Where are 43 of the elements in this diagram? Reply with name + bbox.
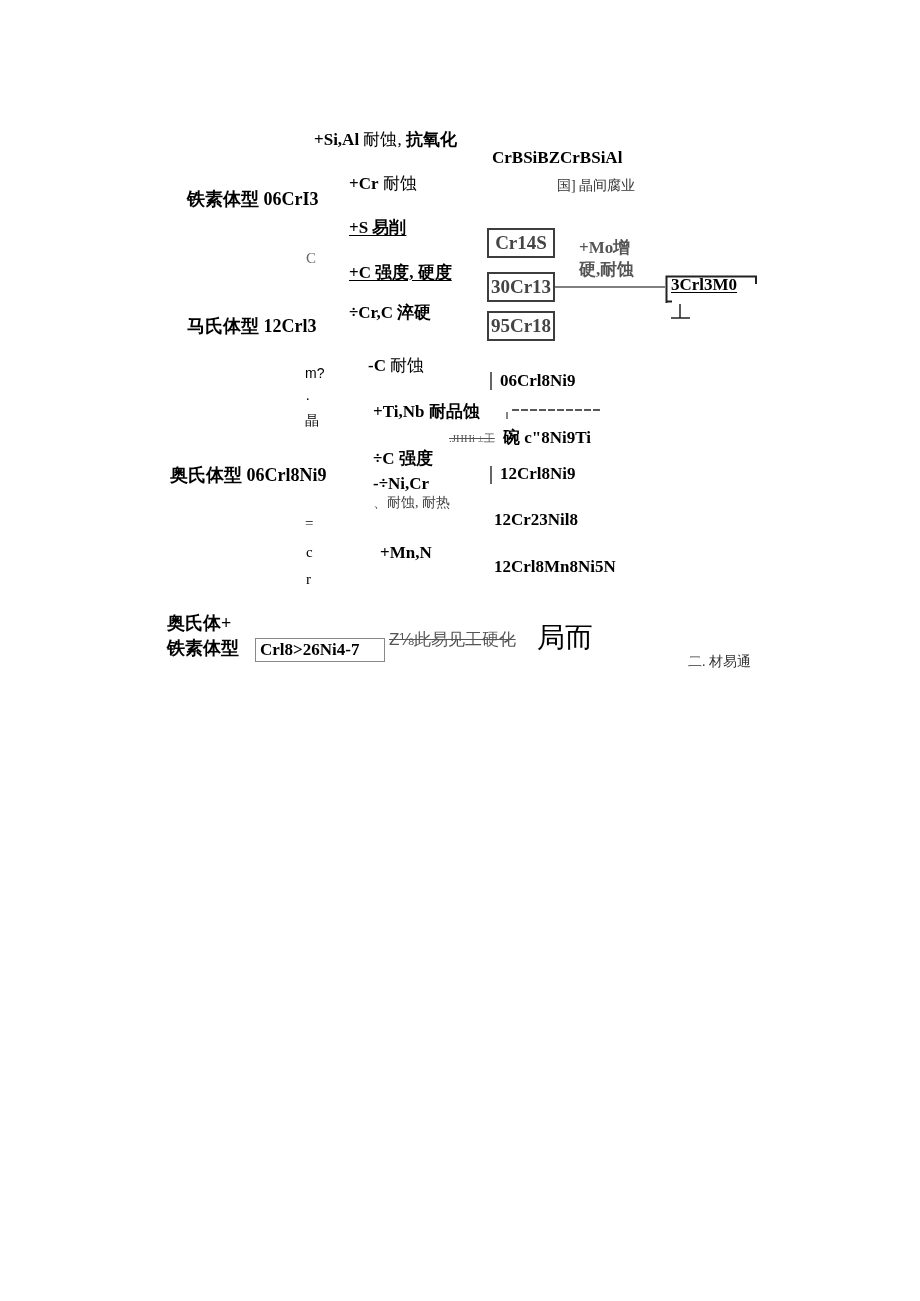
category-label: 马氏体型 12Crl3 <box>187 315 317 337</box>
category-label: 奥氏体型 06Crl8Ni9 <box>170 464 327 486</box>
alloying-note: +S 易削 <box>349 217 407 239</box>
alloying-note: -C 耐蚀 <box>368 355 425 377</box>
alloying-note: +Cr 耐蚀 <box>349 173 417 195</box>
alloying-note: ÷Cr,C 淬硬 <box>349 302 432 324</box>
grade-label: CrBSiBZCrBSiAl <box>492 147 623 169</box>
category-label: 奥氏体+铁素体型 <box>167 612 240 660</box>
struck-text: Z⅛此易见工硬化 <box>389 629 516 651</box>
bracket-box <box>665 275 758 303</box>
alloying-note: +Ti,Nb 耐品蚀 <box>373 401 480 423</box>
footer-note: 二. 材易通 <box>688 653 751 671</box>
grade-label: 06Crl8Ni9 <box>500 370 576 392</box>
large-text: 局而 <box>537 621 593 655</box>
stray-glyph: c <box>306 543 313 562</box>
alloying-note: +Mn,N <box>380 542 432 564</box>
grade-label: 12Cr23Nil8 <box>494 509 579 531</box>
grade-label: 碗 c"8Ni9Ti <box>503 427 591 449</box>
stray-glyph: = <box>305 514 314 533</box>
note-text: 国] 晶间腐业 <box>557 177 636 195</box>
stray-glyph: . <box>306 387 310 405</box>
stray-glyph: r <box>306 570 311 589</box>
property-note: 、耐蚀, 耐热 <box>373 494 450 512</box>
grade-code: 95Cr18 <box>490 315 552 337</box>
grade-label: 12Crl8Mn8Ni5N <box>494 556 616 578</box>
stray-glyph: C <box>306 249 316 268</box>
category-label: 铁素体型 06CrI3 <box>187 188 319 210</box>
grade-box <box>255 638 385 662</box>
alloying-note: +Si,Al 耐蚀, 抗氧化 <box>314 129 457 151</box>
struck-text: .JHHi ±工 <box>449 431 495 445</box>
grade-code: 3Crl3M0 <box>671 276 738 294</box>
edge-label: +Mo增硬,耐蚀 <box>579 237 636 281</box>
stray-glyph: 晶 <box>305 412 319 430</box>
grade-code: Cr14S <box>495 232 547 254</box>
grade-label: 12Crl8Ni9 <box>500 463 576 485</box>
alloying-note: -÷Ni,Cr <box>373 473 430 495</box>
grade-box <box>487 228 555 258</box>
alloying-note: ÷C 强度 <box>373 448 433 470</box>
connector-line <box>554 286 666 288</box>
stray-glyph: m? <box>305 364 325 383</box>
alloying-note: +C 强度, 硬度 <box>349 262 452 284</box>
grade-code: 30Cr13 <box>490 276 552 298</box>
grade-code: Crl8>26Ni4-7 <box>260 640 361 660</box>
